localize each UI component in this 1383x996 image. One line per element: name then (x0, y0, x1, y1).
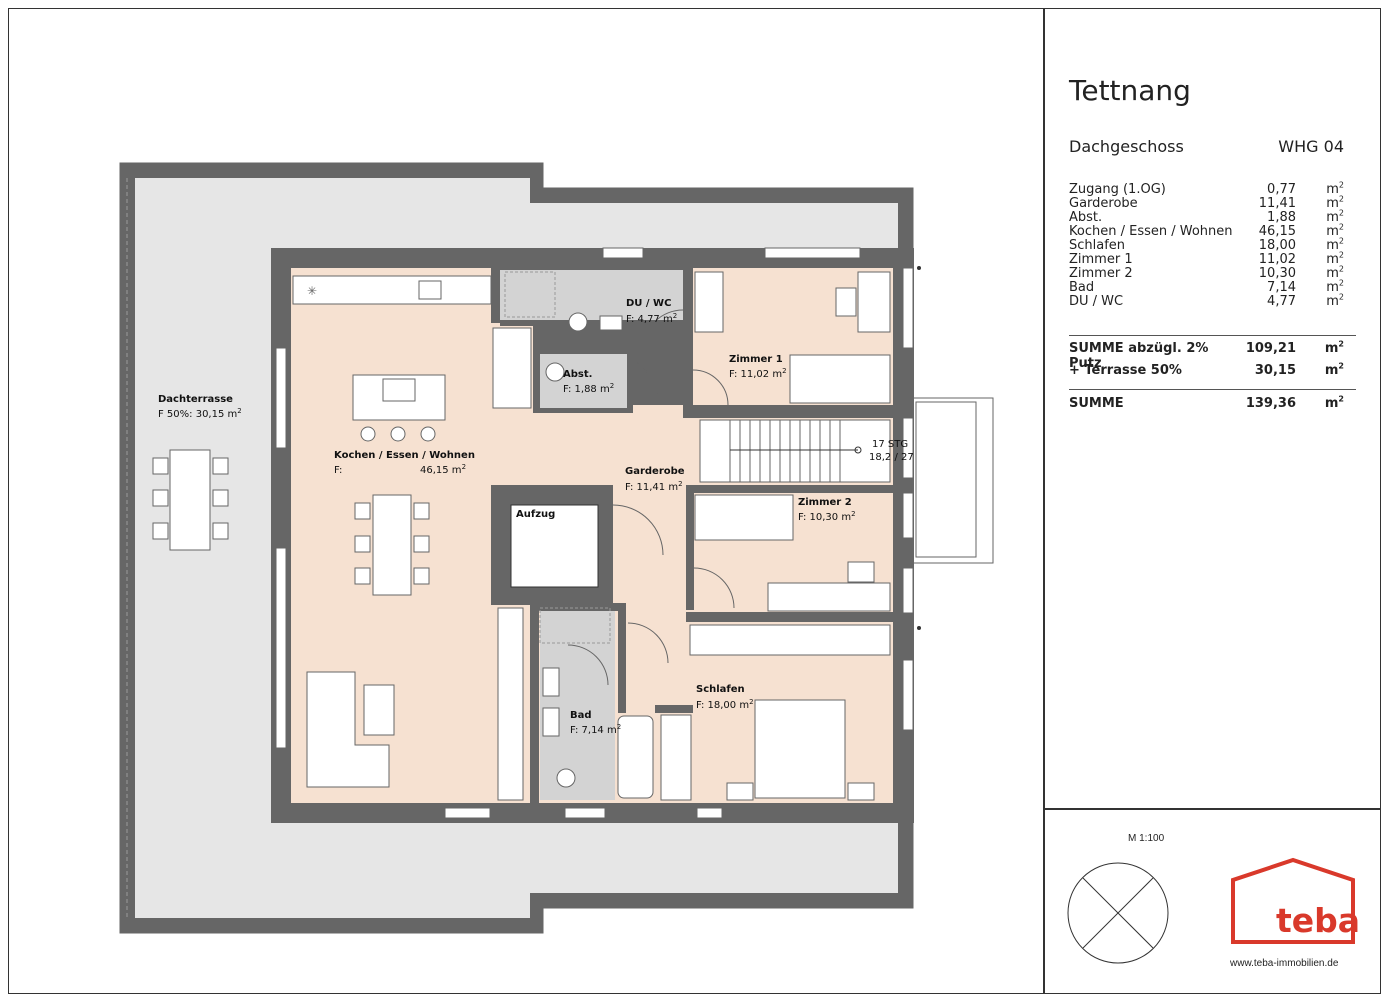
desk-z1 (694, 271, 724, 333)
washbasin-bad-2 (542, 707, 560, 737)
hob-icon (382, 378, 416, 402)
bathtub (617, 715, 654, 799)
balcony (912, 397, 994, 564)
room-zimmer1-area: F: 11,02 m2 (729, 367, 787, 380)
wardrobe-schlafen (689, 624, 891, 656)
washbasin-bad (542, 667, 560, 697)
sink-icon (418, 280, 442, 300)
room-garderobe-name: Garderobe (625, 466, 685, 477)
armchair (363, 684, 395, 736)
door-swings (567, 309, 735, 686)
bad-floor (540, 605, 615, 800)
room-aufzug-name: Aufzug (516, 509, 555, 520)
bed-z2 (694, 494, 794, 541)
staircase (699, 419, 891, 483)
room-zimmer2-name: Zimmer 2 (798, 497, 852, 508)
stair-treads (729, 420, 841, 482)
washbasin-duwc (599, 315, 623, 331)
stairs-steps: 17 STG (872, 439, 908, 450)
chair-z2 (847, 561, 875, 583)
room-abst-area: F: 1,88 m2 (563, 382, 614, 395)
sofa (306, 671, 390, 788)
room-duwc-area: F: 4,77 m2 (626, 312, 677, 325)
cabinet-schlafen (660, 714, 692, 801)
shower-bad (539, 607, 611, 644)
summary-divider-1 (1069, 335, 1356, 337)
kitchen-counter (292, 275, 492, 305)
north-arrow-icon (1067, 862, 1169, 964)
double-bed (754, 699, 846, 799)
room-kochen-prefix: F: (334, 465, 342, 476)
title-block-divider (1043, 8, 1045, 994)
toilet-bad (556, 768, 576, 788)
room-dachterrasse-name: Dachterrasse (158, 394, 233, 405)
room-duwc-name: DU / WC (626, 298, 671, 309)
bar-stools (360, 426, 436, 442)
room-kochen-name: Kochen / Essen / Wohnen (334, 450, 475, 461)
dining-table (372, 494, 412, 596)
terrace-chairs (152, 457, 229, 540)
wardrobe-hall (497, 607, 524, 801)
duwc-floor (500, 270, 683, 320)
room-schlafen-area: F: 18,00 m2 (696, 698, 754, 711)
bed-z1 (789, 354, 891, 404)
room-kochen-area: 46,15 m2 (420, 463, 466, 476)
nightstand-left (726, 782, 754, 801)
kitchen-island (352, 374, 446, 421)
room-schlafen-name: Schlafen (696, 684, 745, 695)
chair-z1 (835, 287, 857, 317)
dining-chairs (354, 502, 430, 585)
floor-name: Dachgeschoss (1069, 137, 1184, 156)
scale-label: M 1:100 (1128, 833, 1165, 844)
room-garderobe-area: F: 11,41 m2 (625, 480, 683, 493)
floor-unit-row: Dachgeschoss WHG 04 (1069, 137, 1344, 156)
extractor-icon: ✳ (307, 284, 317, 298)
project-title: Tettnang (1069, 74, 1191, 107)
room-zimmer1-name: Zimmer 1 (729, 354, 783, 365)
cabinet-z1 (857, 271, 891, 333)
fridge (492, 327, 532, 409)
stair-start-marker (854, 446, 862, 454)
stairs-dims: 18,2 / 27 (869, 452, 914, 463)
toilet-duwc (568, 312, 588, 332)
nightstand-right (847, 782, 875, 801)
room-dachterrasse-area: F 50%: 30,15 m2 (158, 407, 242, 420)
room-zimmer2-area: F: 10,30 m2 (798, 510, 856, 523)
room-abst-name: Abst. (563, 369, 592, 380)
shower-duwc (504, 271, 556, 318)
drawing-sheet (8, 8, 1381, 994)
room-bad-area: F: 7,14 m2 (570, 723, 621, 736)
room-bad-name: Bad (570, 710, 592, 721)
terrace-table (169, 449, 211, 551)
logo-wordmark: teba (1276, 901, 1360, 940)
unit-name: WHG 04 (1278, 137, 1344, 156)
desk-z2 (767, 582, 891, 612)
washing-machine (545, 362, 565, 382)
teba-logo: teba (1231, 857, 1360, 944)
windows (275, 247, 914, 819)
room-labels: Dachterrasse F 50%: 30,15 m2 Kochen / Es… (158, 298, 914, 736)
summary-divider-2 (1069, 389, 1356, 391)
elevator-shaft (510, 504, 599, 588)
website-link[interactable]: www.teba-immobilien.de (1230, 958, 1339, 969)
legend-divider (1043, 808, 1381, 810)
